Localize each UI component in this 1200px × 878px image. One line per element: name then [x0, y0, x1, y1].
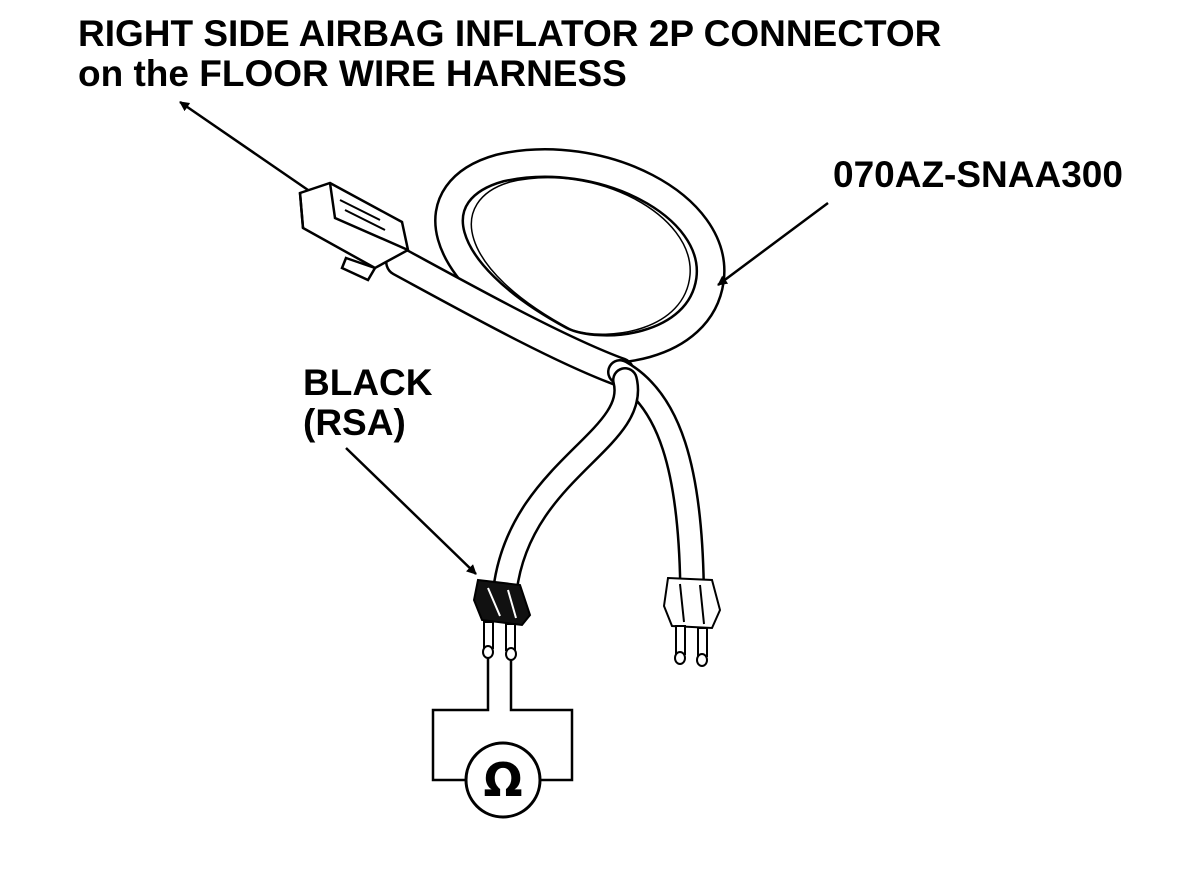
airbag-2p-connector [298, 181, 410, 282]
tool-part-number-callout: 070AZ-SNAA300 [833, 155, 1123, 195]
connector-callout-line1: RIGHT SIDE AIRBAG INFLATOR 2P CONNECTOR [78, 13, 942, 54]
tool-part-number: 070AZ-SNAA300 [833, 154, 1123, 195]
black-lead-color: BLACK [303, 362, 433, 403]
connector-callout-line2: on the FLOOR WIRE HARNESS [78, 53, 627, 94]
clear-plug [662, 576, 722, 667]
left-lead [492, 367, 640, 603]
leader-arrows [179, 100, 829, 575]
black-lead-arrow [345, 447, 477, 575]
ohmmeter-circuit [431, 658, 574, 782]
part-number-arrow [717, 201, 829, 287]
black-rsa-plug [472, 578, 532, 661]
coiled-harness [434, 148, 726, 365]
ohm-symbol: Ω [483, 753, 522, 807]
connector-arrow [179, 100, 309, 192]
black-lead-callout: BLACK (RSA) [303, 363, 432, 443]
connector-callout: RIGHT SIDE AIRBAG INFLATOR 2P CONNECTOR … [78, 14, 941, 94]
ohmmeter-icon: Ω [464, 741, 542, 819]
black-lead-code: (RSA) [303, 402, 406, 443]
cable-to-connector [385, 247, 635, 387]
